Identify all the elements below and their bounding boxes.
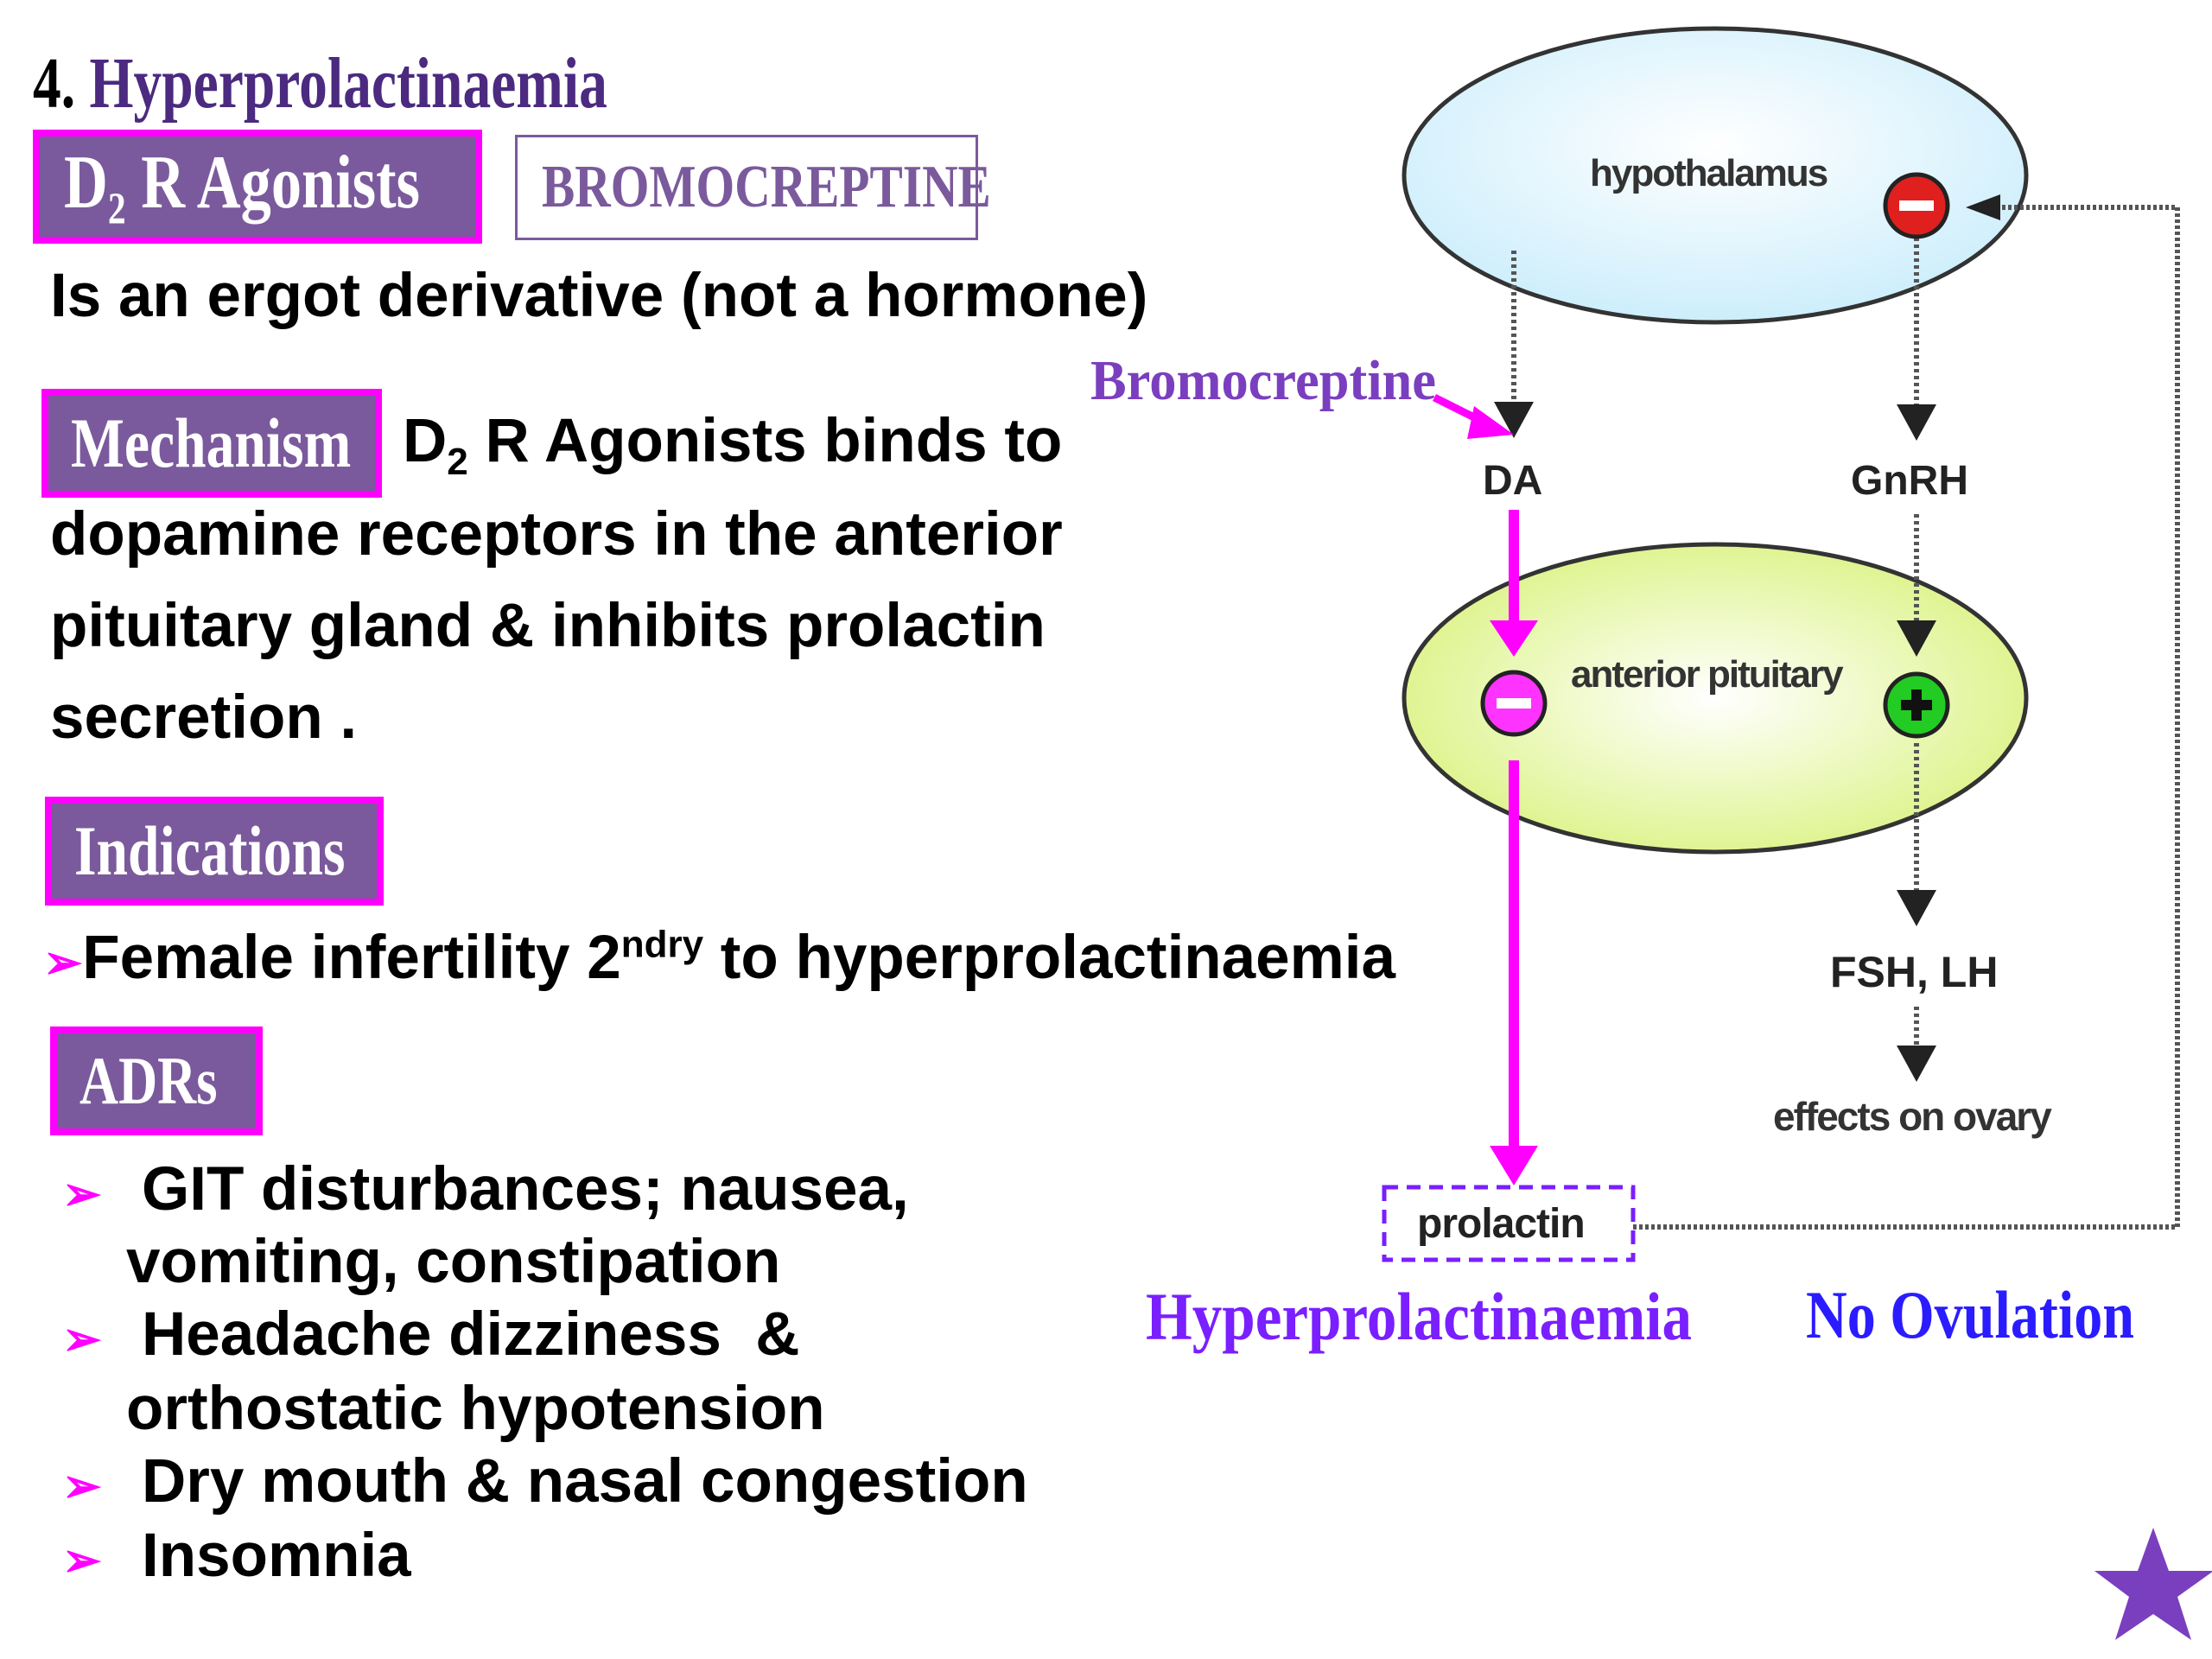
effects-label: effects on ovary (1773, 1094, 2052, 1139)
adr-item: ➢ Headache dizziness & (62, 1300, 800, 1370)
d2-subscript: 2 (107, 184, 126, 234)
mechanism-line-2: dopamine receptors in the anterior (50, 500, 1063, 569)
adr-3-line-1: Dry mouth & nasal congestion (142, 1447, 1028, 1516)
adr-1-line-2: vomiting, constipation (126, 1228, 781, 1296)
mechanism-line-4: secretion . (50, 683, 358, 752)
fsh-arrowhead (1897, 890, 1936, 926)
arrow-bullet-icon: ➢ (62, 1313, 102, 1365)
drug-class-label: D2 R Agonists (64, 139, 420, 235)
drug-name-tag: BROMOCREPTINE (515, 135, 991, 240)
prolactin-label: prolactin (1417, 1201, 1585, 1247)
da-pit-arrowhead (1490, 620, 1538, 657)
mechanism-tag: Mechanism (41, 389, 382, 498)
indications-tag: Indications (45, 797, 384, 906)
adr-item: ➢ Insomnia (62, 1521, 411, 1591)
d2-rest: R Agonists (125, 140, 420, 225)
feedback-arrowhead (1966, 194, 2000, 220)
mechanism-line-1: D2 R Agonists binds to (403, 406, 1062, 484)
caption-no-ovulation: No Ovulation (1806, 1277, 2134, 1352)
drug-class-tag: D2 R Agonists (33, 130, 482, 244)
prolactin-box (1382, 1185, 1636, 1262)
adr-item: ➢ GIT disturbances; nausea, (62, 1154, 909, 1224)
adrs-tag: ADRs (50, 1027, 263, 1135)
arrow-bullet-icon: ➢ (62, 1460, 102, 1512)
indications-label: Indications (74, 811, 346, 890)
minus-circle-icon (1883, 172, 1950, 239)
plus-circle-icon (1883, 671, 1950, 739)
d2-letter: D (64, 140, 108, 225)
adrs-label: ADRs (79, 1043, 218, 1118)
gnrh-label: GnRH (1851, 458, 1968, 504)
mech-d: D (403, 407, 448, 475)
bromocreptine-label: Bromocreptine (1090, 349, 1436, 412)
adr-item: ➢ Dry mouth & nasal congestion (62, 1446, 1028, 1516)
star-icon (2094, 1528, 2212, 1640)
arrow-bullet-icon: ➢ (43, 937, 83, 988)
pit-arrowhead (1897, 620, 1936, 657)
indication-post: to hyperprolactinaemia (703, 924, 1395, 992)
page-title: 4. Hyperprolactinaemia (33, 41, 607, 125)
bromo-pointer-arrowhead (1467, 406, 1514, 439)
pituitary-label: anterior pituitary (1571, 653, 1844, 696)
da-label: DA (1483, 458, 1542, 504)
adr-2-line-2: orthostatic hypotension (126, 1375, 825, 1443)
hypothalamus-label: hypothalamus (1590, 152, 1827, 194)
adr-1-line-1: GIT disturbances; nausea, (142, 1155, 909, 1224)
indication-sup: ndry (620, 923, 704, 966)
title-text: Hyperprolactinaemia (89, 43, 607, 124)
effects-arrowhead (1897, 1046, 1936, 1082)
mechanism-line-3: pituitary gland & inhibits prolactin (50, 592, 1046, 660)
adr-2-line-1: Headache dizziness & (142, 1300, 800, 1369)
caption-hyperprolactinaemia: Hyperprolactinaemia (1146, 1279, 1692, 1354)
prolactin-arrowhead (1490, 1146, 1538, 1185)
arrow-bullet-icon: ➢ (62, 1168, 102, 1220)
mech-rest: R Agonists binds to (467, 407, 1063, 475)
hypothalamus-ellipse (1402, 26, 2029, 325)
arrow-bullet-icon: ➢ (62, 1535, 102, 1586)
da-arrowhead (1494, 402, 1534, 438)
feedback-loop-line (1633, 205, 2180, 1230)
indication-pre: Female infertility 2 (82, 924, 621, 992)
gnrh-arrowhead (1897, 404, 1936, 441)
indication-item: ➢Female infertility 2ndry to hyperprolac… (43, 923, 1395, 993)
mech-sub: 2 (447, 441, 468, 484)
title-number: 4. (33, 43, 76, 124)
adr-4-line-1: Insomnia (142, 1522, 411, 1590)
drug-description: Is an ergot derivative (not a hormone) (50, 262, 1148, 330)
minus-circle-icon (1480, 670, 1548, 737)
fsh-lh-label: FSH, LH (1830, 948, 1998, 996)
mechanism-label: Mechanism (71, 404, 352, 482)
pituitary-ellipse (1402, 542, 2029, 855)
drug-name-label: BROMOCREPTINE (542, 154, 991, 220)
